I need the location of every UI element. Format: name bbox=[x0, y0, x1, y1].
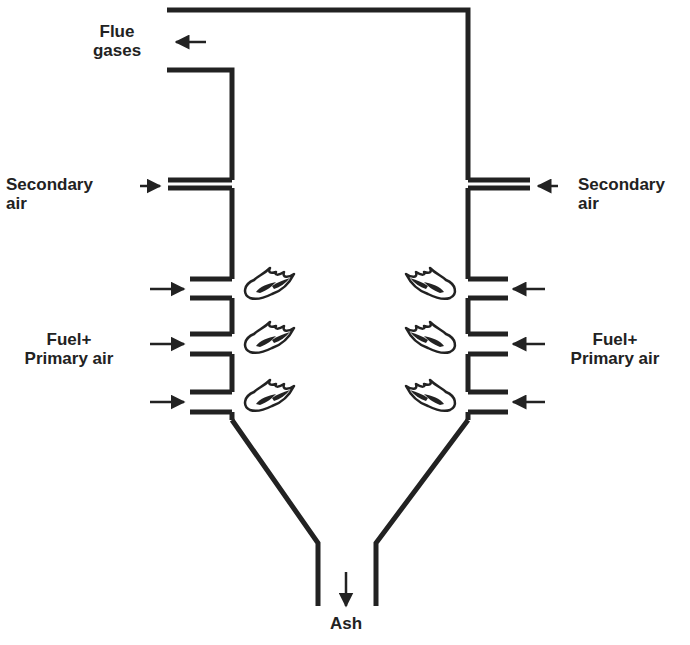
outlet-label: Ash bbox=[318, 614, 374, 633]
furnace-wall bbox=[167, 10, 530, 606]
inlet-label: Fuel+ Primary air bbox=[14, 330, 124, 368]
inlet-label: Fuel+ Primary air bbox=[560, 330, 670, 368]
flow-arrow bbox=[140, 42, 558, 606]
inlet-label: Secondary air bbox=[578, 175, 678, 213]
inlet-label: Secondary air bbox=[6, 175, 106, 213]
outlet-label: Flue gases bbox=[82, 22, 152, 60]
flame-symbol bbox=[245, 268, 455, 411]
